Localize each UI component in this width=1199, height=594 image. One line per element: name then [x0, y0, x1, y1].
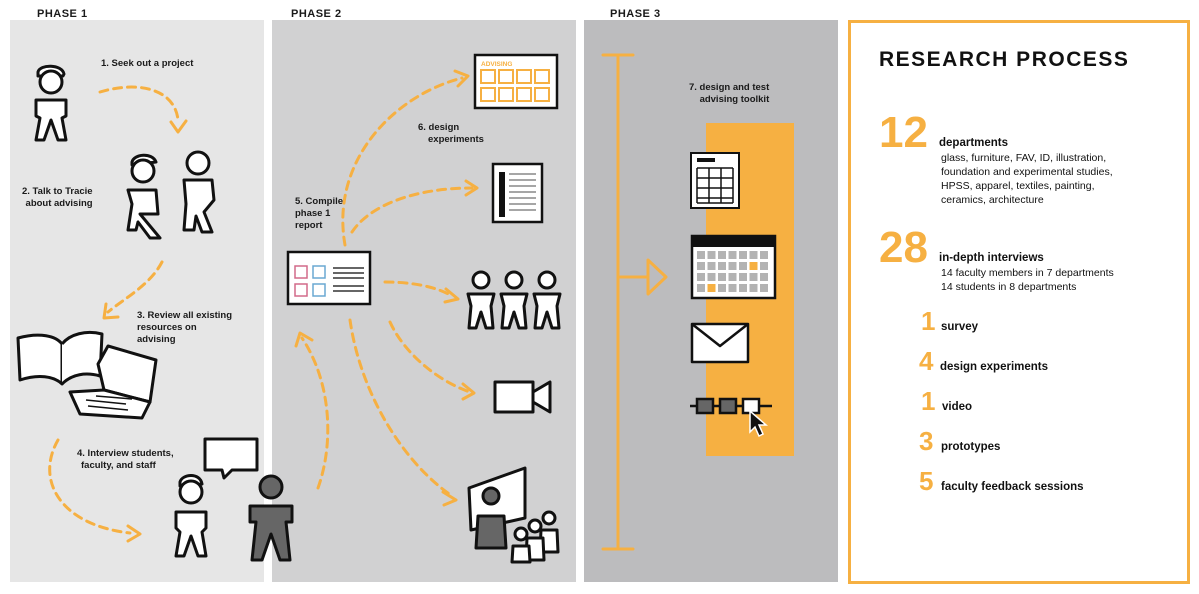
spreadsheet-icon [690, 152, 740, 209]
calendar-day-cell [697, 273, 705, 281]
calendar-day-cell [728, 262, 737, 270]
arrow-5-to-advising [341, 76, 464, 247]
two-people-talking-icon [126, 150, 216, 240]
phase-3-label: PHASE 3 [610, 8, 661, 20]
calendar-day-cell [728, 251, 737, 259]
document-icon [491, 162, 544, 224]
calendar-day-cell [749, 251, 758, 259]
research-process-title: RESEARCH PROCESS [879, 48, 1130, 71]
calendar-day-cell [749, 273, 758, 281]
calendar-day-cell [749, 262, 758, 270]
calendar-icon [690, 234, 777, 300]
speech-bubble-icon [203, 437, 259, 480]
calendar-day-cell [739, 262, 747, 270]
group-people-icon [466, 270, 562, 330]
advising-card-label: ADVISING [481, 61, 512, 68]
stat-interviews-details: 14 faculty members in 7 departments 14 s… [941, 267, 1114, 293]
calendar-day-cell [707, 251, 716, 259]
arrow-3-to-4 [48, 438, 132, 535]
calendar-day-cell [707, 262, 716, 270]
book-icon [16, 330, 104, 386]
arrow-1-to-2 [98, 85, 180, 122]
calendar-day-cell [718, 284, 726, 292]
calendar-day-cell [707, 284, 716, 292]
calendar-day-cell [718, 273, 726, 281]
calendar-day-cell [718, 262, 726, 270]
stat-interviews-label: in-depth interviews [939, 252, 1044, 264]
stat-feedback-label: faculty feedback sessions [941, 481, 1084, 493]
arrow-5-to-people [383, 280, 454, 298]
step-4-label: 4. Interview students,faculty, and staff [77, 448, 174, 471]
phase-2-label: PHASE 2 [291, 8, 342, 20]
research-process-box: RESEARCH PROCESS 12 departments glass, f… [848, 20, 1190, 584]
laptop-icon [68, 344, 158, 420]
timeline-icon [601, 53, 668, 551]
calendar-day-cell [728, 273, 737, 281]
report-card-icon [286, 250, 372, 306]
stat-interviews-number: 28 [879, 223, 928, 272]
envelope-icon [690, 322, 750, 364]
calendar-day-cell [760, 284, 768, 292]
stat-experiments-label: design experiments [940, 361, 1049, 373]
stat-departments-label: departments [939, 137, 1009, 149]
calendar-day-cell [739, 251, 747, 259]
stat-prototypes-label: prototypes [941, 441, 1001, 453]
arrow-5-to-video [388, 320, 472, 394]
step-1-label: 1. Seek out a project [101, 58, 194, 69]
stat-video-label: video [942, 401, 973, 413]
arrow-2-to-3 [106, 260, 164, 314]
calendar-day-cell [697, 251, 705, 259]
person-standing-icon [34, 64, 68, 142]
interviewee-person-icon [248, 474, 294, 562]
arrow-4-to-5 [300, 336, 330, 490]
stat-experiments-number: 4 [919, 346, 934, 376]
stat-survey-label: survey [941, 321, 979, 333]
calendar-day-cell [707, 273, 716, 281]
calendar-day-cell [760, 262, 768, 270]
arrow-5-to-doc [350, 186, 474, 234]
stat-prototypes-number: 3 [919, 426, 934, 456]
calendar-day-cell [697, 262, 705, 270]
calendar-day-cell [739, 284, 747, 292]
stat-video-number: 1 [921, 386, 936, 416]
calendar-day-cell [697, 284, 705, 292]
stat-feedback-number: 5 [919, 466, 934, 496]
calendar-day-cell [760, 251, 768, 259]
calendar-day-cell [760, 273, 768, 281]
calendar-day-cell [739, 273, 747, 281]
video-camera-icon [493, 380, 552, 414]
calendar-day-cell [728, 284, 737, 292]
arrow-5-to-teaching [348, 318, 454, 498]
advising-card-icon: ADVISING [473, 53, 559, 110]
stat-departments-number: 12 [879, 108, 928, 157]
calendar-day-cell [718, 251, 726, 259]
calendar-day-cell [749, 284, 758, 292]
stat-departments-details: glass, furniture, FAV, ID, illustration,… [941, 152, 1113, 206]
stat-survey-number: 1 [921, 306, 936, 336]
cursor-icon [749, 409, 768, 438]
teaching-session-icon [467, 466, 560, 564]
interviewer-person-icon [174, 474, 208, 558]
phase-1-label: PHASE 1 [37, 8, 88, 20]
slider-prototype-icon [690, 397, 772, 438]
